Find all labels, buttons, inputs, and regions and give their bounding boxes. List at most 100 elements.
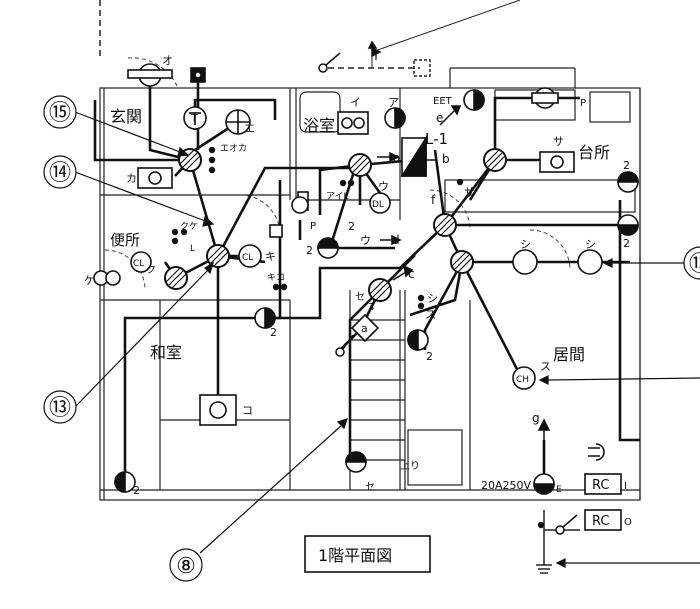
kana-shi: シ xyxy=(427,292,438,305)
kana-ku: ク xyxy=(146,264,156,276)
eet-outlet-icon xyxy=(463,89,485,111)
switch-label-kiko: キコ xyxy=(267,273,285,283)
kana-shi: シ xyxy=(520,238,531,251)
rc-suffix-2: O xyxy=(624,517,632,528)
room-label-ima: 居間 xyxy=(553,345,585,364)
room-label-daidokoro: 台所 xyxy=(578,143,610,162)
kana-i: イ xyxy=(350,96,361,109)
kana-se: セ xyxy=(355,291,365,303)
rc-boxes xyxy=(584,443,622,531)
kana-o: オ xyxy=(162,54,173,67)
diamond-box xyxy=(350,313,380,343)
t-label: T xyxy=(190,112,198,125)
callout-leaders xyxy=(74,52,700,568)
kana-sa: サ xyxy=(464,186,475,199)
callout-14: ⑭ xyxy=(49,161,71,186)
letter-a: a xyxy=(393,151,400,165)
kana-shi: シ xyxy=(585,238,596,251)
outlet-icon xyxy=(114,471,136,493)
ch-light-icon xyxy=(512,366,536,390)
junction-boxes xyxy=(164,148,507,302)
e-mark: E xyxy=(556,485,562,495)
outlet-count: 2 xyxy=(306,244,313,257)
letter-e: e xyxy=(436,111,443,125)
ceiling-light-icon xyxy=(512,249,538,275)
fixture-text: L-1 1階平面図 20A250V RC RC I O CL CL DL CH … xyxy=(84,54,632,565)
dl-light-icon xyxy=(369,192,391,214)
switch-label-kuke: クケ xyxy=(180,221,198,232)
rc-label-2: RC xyxy=(592,514,609,529)
ceiling-light-icon xyxy=(577,249,603,275)
kana-u: ウ xyxy=(360,234,371,247)
outlet-count: 2 xyxy=(348,220,355,233)
outlet-count: 2 xyxy=(270,326,277,339)
wiring xyxy=(93,75,640,488)
outlet-e-icon xyxy=(533,473,555,495)
switch-label-eoka: エオカ xyxy=(220,143,247,154)
outlet-icon xyxy=(407,329,429,351)
outlet-icon xyxy=(617,214,639,236)
outlets xyxy=(114,89,639,495)
junction-hatching xyxy=(165,149,506,301)
eet-label: EET xyxy=(433,96,453,107)
cl-label: CL xyxy=(133,259,144,269)
dl-label: DL xyxy=(372,200,384,210)
p-label: P xyxy=(580,98,586,109)
room-label-washitsu: 和室 xyxy=(150,343,182,362)
room-label-yokushitsu: 浴室 xyxy=(303,116,335,135)
outlet-icon xyxy=(384,107,406,129)
callout-8: ⑧ xyxy=(176,554,196,579)
rc-suffix-1: I xyxy=(624,481,627,492)
outlet-icon xyxy=(317,237,339,259)
diamond-label: a xyxy=(361,322,368,335)
outlet-count: 2 xyxy=(623,237,630,250)
letter-g: g xyxy=(532,411,540,425)
p-label: P xyxy=(310,221,316,232)
fixtures xyxy=(93,63,603,426)
kana-su: ス xyxy=(540,360,551,373)
outlet-count: 2 xyxy=(426,350,433,363)
letter-d: d xyxy=(392,233,400,247)
outlet-icon xyxy=(254,307,276,329)
outlet-count: 2 xyxy=(133,484,140,497)
switch-dots xyxy=(171,146,545,529)
kana-se: セ xyxy=(365,481,375,493)
rc-label-1: RC xyxy=(592,478,609,493)
outdoor-lines xyxy=(99,0,580,574)
letter-c: c xyxy=(408,267,415,281)
outlet-count: 2 xyxy=(623,159,630,172)
kana-ko: コ xyxy=(242,404,253,417)
kana-su: ス xyxy=(425,308,436,321)
plan-title: 1階平面図 xyxy=(318,546,392,565)
letter-f: f xyxy=(431,193,436,207)
cl-label: CL xyxy=(242,253,253,263)
kana-a: ア xyxy=(388,96,399,109)
callout-numbers: ⑮ ⑭ ⑬ ⑫ ⑧ xyxy=(49,101,700,579)
kana-u: ウ xyxy=(378,180,389,193)
cl-light-icon xyxy=(238,244,262,268)
cl-light-icon xyxy=(130,251,152,273)
room-label-genkan: 玄関 xyxy=(110,107,142,126)
callout-15: ⑮ xyxy=(49,101,71,126)
outlet-icon xyxy=(291,196,309,214)
panel-label: L-1 xyxy=(425,130,448,148)
pull-switch xyxy=(269,224,283,238)
rating-label: 20A250V xyxy=(481,479,532,492)
letter-b: b xyxy=(442,152,450,166)
ch-label: CH xyxy=(516,375,529,385)
kana-ki: キ xyxy=(265,250,276,263)
callout-13: ⑬ xyxy=(49,396,71,421)
stair-up-label: 上り xyxy=(400,460,420,472)
plan-title-frame xyxy=(304,535,431,573)
three-way-switches xyxy=(318,52,578,535)
callout-circles xyxy=(43,95,700,582)
kana-sa: サ xyxy=(553,135,564,148)
outlet-icon xyxy=(617,171,639,193)
room-labels: 玄関 浴室 台所 便所 和室 居間 xyxy=(110,107,610,364)
kana-ka: カ xyxy=(126,172,137,185)
kana-ke: ケ xyxy=(84,274,95,287)
outlet-icon xyxy=(345,451,367,473)
washer-outlet xyxy=(105,270,121,286)
switch-label-l: L xyxy=(190,244,195,254)
